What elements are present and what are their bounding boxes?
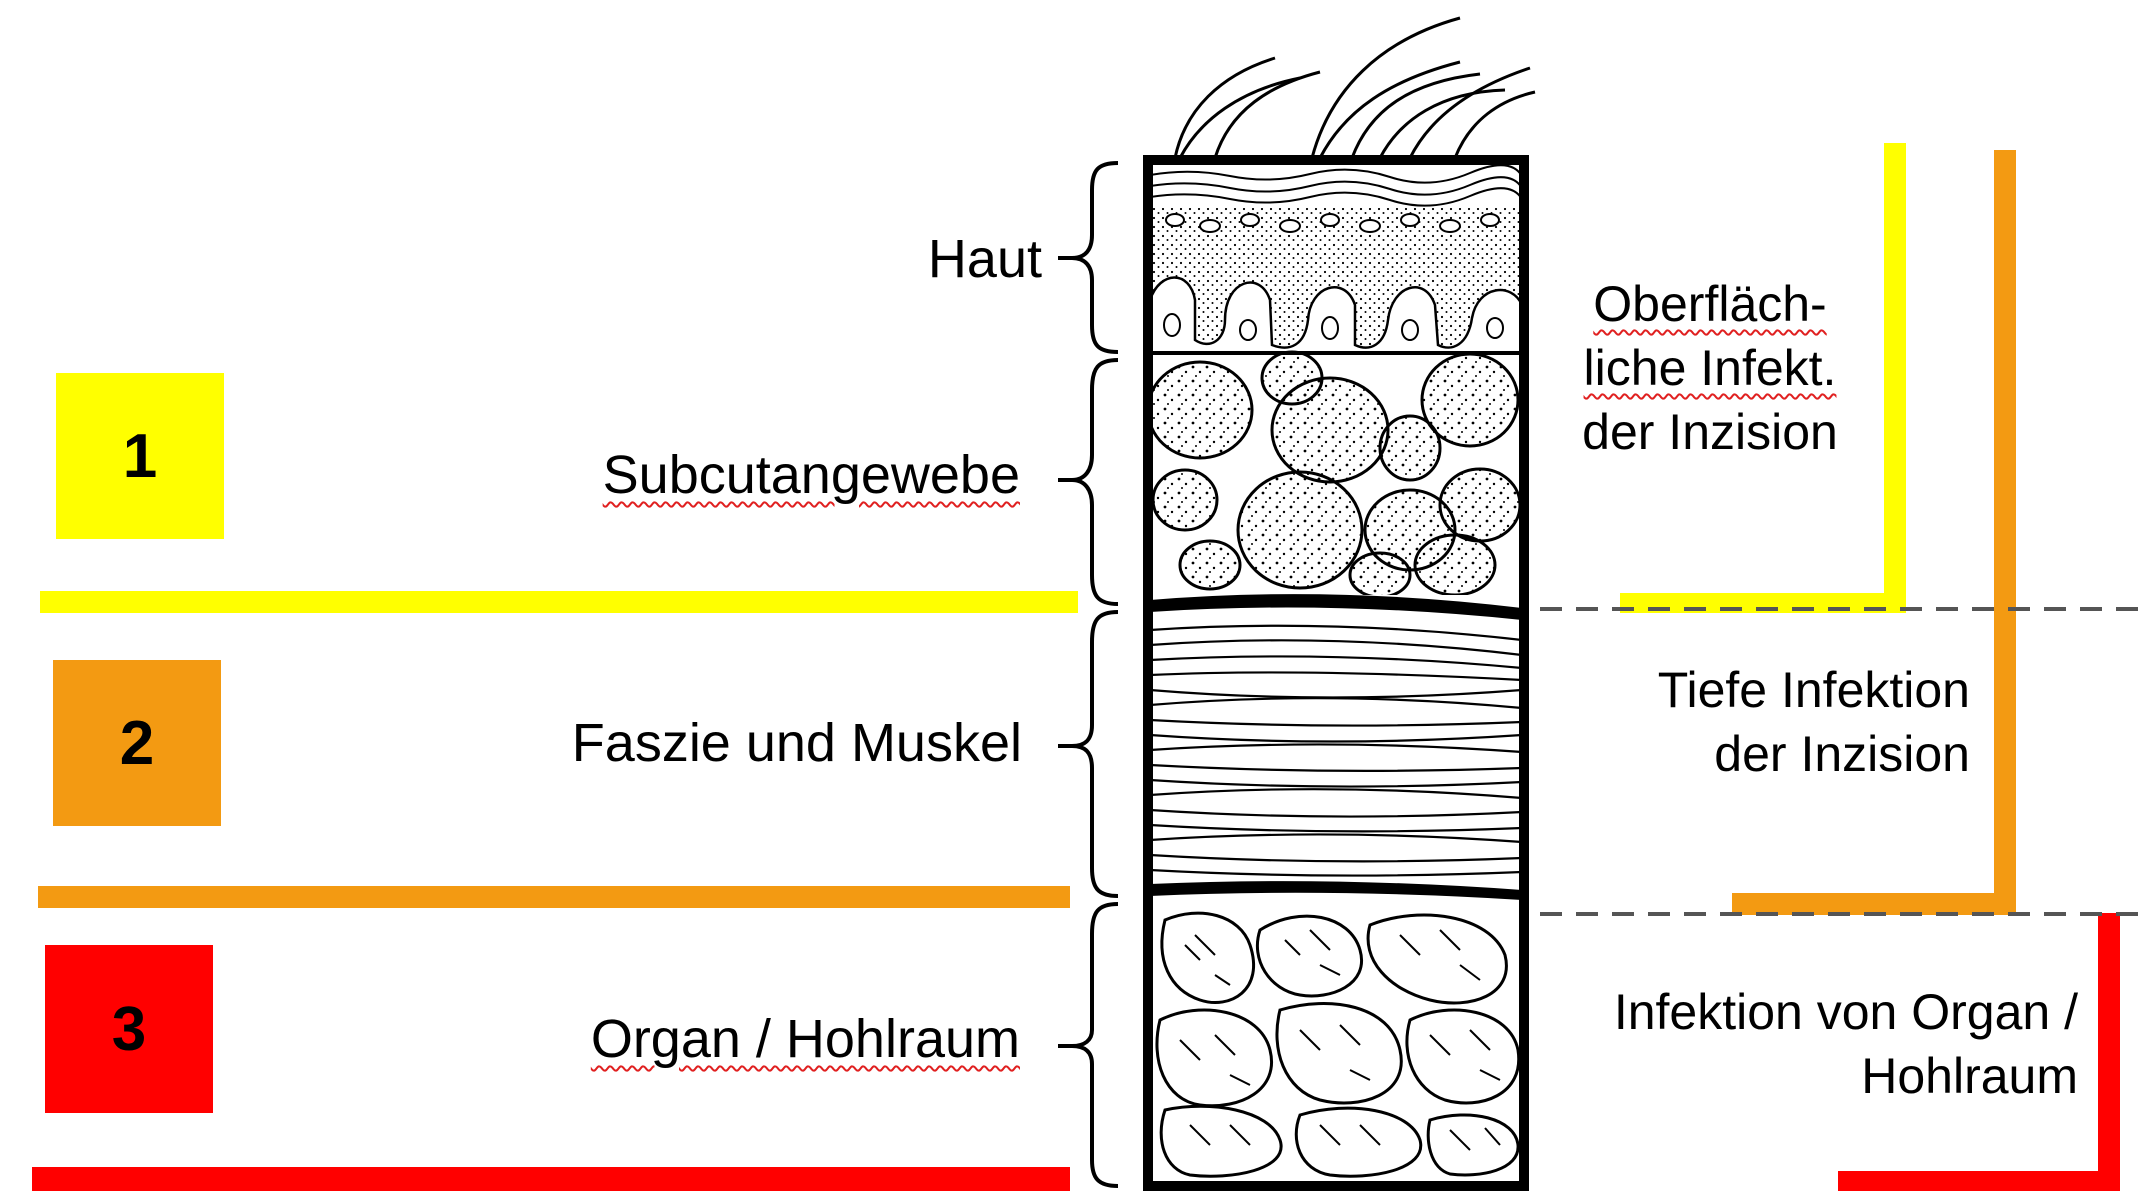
orange-bracket [1732,150,2016,915]
organ-infection-label: Infektion von Organ / Hohlraum [1570,980,2078,1108]
orange-divider-bar [38,886,1070,908]
layer-label-skin: Haut [928,232,1042,286]
layer-braces [1072,163,1118,1186]
layer-label-fascia-muscle: Faszie und Muskel [572,716,1022,770]
red-divider-bar [32,1167,1070,1191]
superficial-infection-label: Oberfläch- liche Infekt. der Inzision [1560,272,1860,464]
label-ticks [1058,258,1074,1046]
layer-label-organ-space: Organ / Hohlraum [591,1012,1020,1066]
deep-infection-label: Tiefe Infektion der Inzision [1590,658,1970,786]
tissue-column [1148,163,1522,1185]
hair-strands [1175,18,1535,158]
yellow-divider-bar [40,591,1078,613]
layer-label-subcutaneous: Subcutangewebe [603,448,1020,502]
